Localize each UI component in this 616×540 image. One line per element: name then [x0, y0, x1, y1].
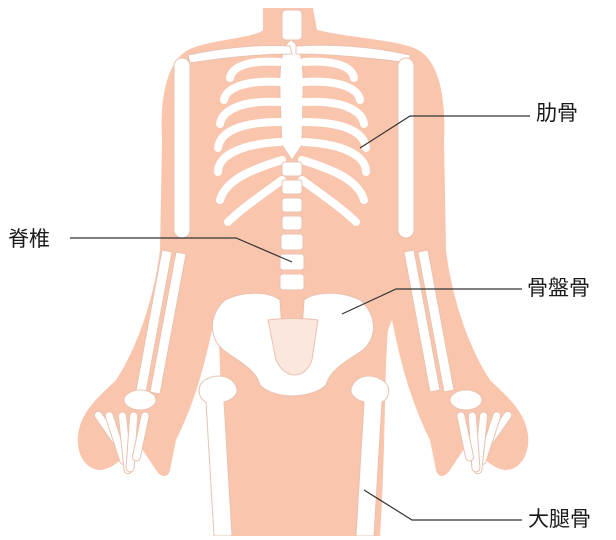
label-pelvis: 骨盤骨 [527, 278, 590, 299]
label-rib: 肋骨 [536, 103, 578, 124]
left-humerus [174, 58, 190, 238]
right-humerus [398, 58, 414, 238]
label-spine: 脊椎 [8, 229, 50, 250]
cervical-spine [282, 10, 302, 40]
leader-femur [364, 490, 522, 520]
label-femur: 大腿骨 [528, 509, 591, 530]
